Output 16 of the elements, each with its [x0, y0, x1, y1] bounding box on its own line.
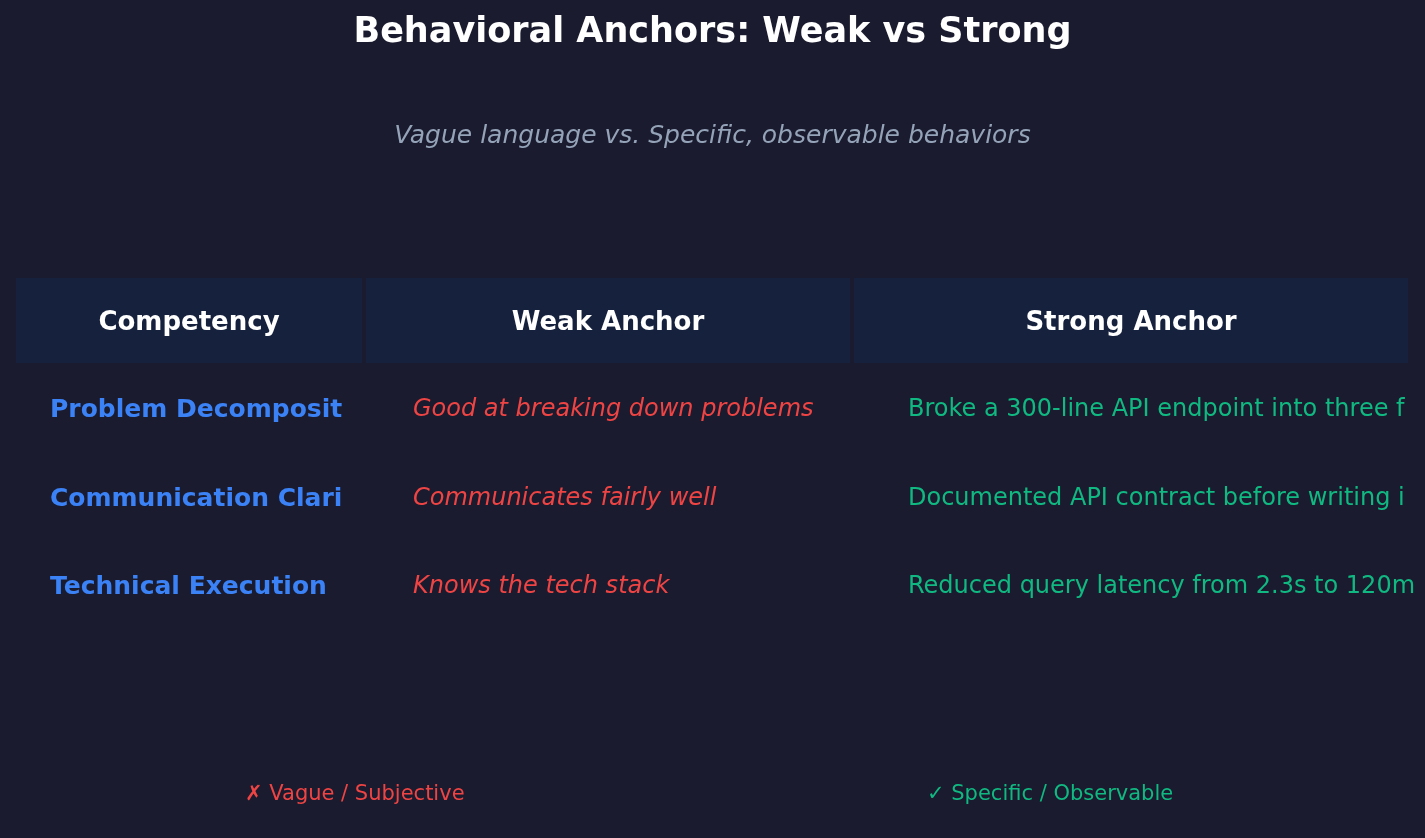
- weak-legend-note: ✗ Vague / Subjective: [245, 781, 465, 805]
- competency-name: Technical Execution: [50, 571, 327, 600]
- weak-anchor-text: Good at breaking down problems: [413, 394, 814, 422]
- title: Behavioral Anchors: Weak vs Strong: [352, 10, 1073, 50]
- strong-anchor-text: Documented API contract before writing i: [908, 483, 1405, 511]
- header-cell: Strong Anchor: [854, 278, 1408, 363]
- strong-legend-note: ✓ Specific / Observable: [927, 781, 1174, 805]
- weak-anchor-text: Communicates fairly well: [413, 483, 717, 511]
- header-cell: Competency: [16, 278, 362, 363]
- strong-anchor-text: Reduced query latency from 2.3s to 120m: [908, 571, 1416, 599]
- header-cell: Weak Anchor: [366, 278, 850, 363]
- weak-anchor-text: Knows the tech stack: [413, 571, 670, 599]
- strong-anchor-text: Broke a 300-line API endpoint into three f: [908, 394, 1405, 422]
- competency-name: Communication Clari: [50, 483, 343, 512]
- competency-name: Problem Decomposit: [50, 394, 343, 423]
- subtitle: Vague language vs. Specific, observable behaviors: [393, 120, 1032, 149]
